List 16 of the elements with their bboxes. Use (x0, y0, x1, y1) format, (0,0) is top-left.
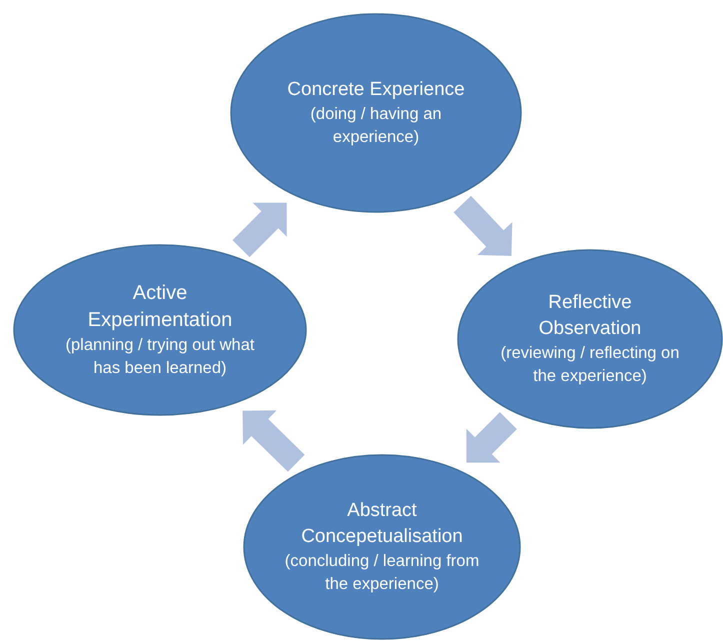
ellipse-node (230, 13, 522, 213)
ellipse-node (13, 244, 307, 416)
block-arrow (232, 202, 287, 258)
node-title: Active Experimentation (86, 280, 234, 333)
node-title: Concrete Experience (287, 78, 465, 102)
node-title: Abstract Concepetualisation (300, 499, 464, 549)
ellipse-node (243, 454, 521, 640)
node-description: (doing / having an experience) (309, 104, 443, 148)
block-arrow (466, 412, 517, 463)
node-title: Reflective Observation (538, 291, 642, 341)
block-arrow (242, 410, 305, 472)
node-description: (planning / trying out what has been learned) (64, 334, 256, 379)
ellipse-node (457, 249, 723, 429)
node-description: (concluding / learning from the experience) (284, 550, 480, 595)
node-description: (reviewing / reflecting on the experience) (500, 342, 680, 387)
block-arrow (454, 196, 512, 256)
